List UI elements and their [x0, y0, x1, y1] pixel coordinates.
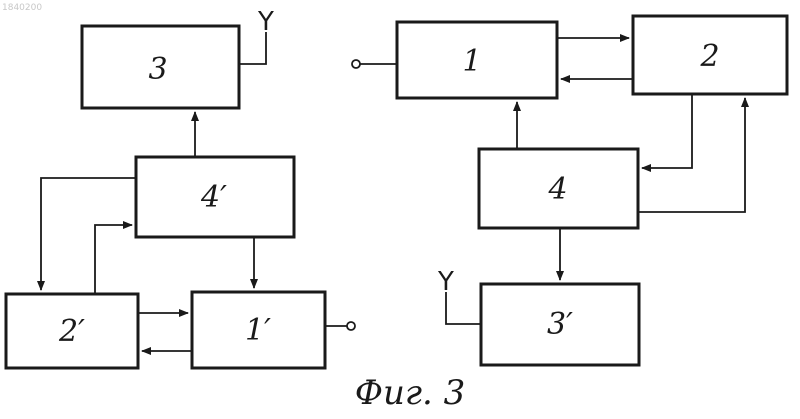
arrow-2p-to-4p: [95, 225, 132, 294]
block-4-label: 4: [547, 172, 567, 207]
antenna-block-3-prime: Y: [437, 267, 481, 324]
block-3-prime: 3′: [481, 284, 639, 365]
block-3: 3: [82, 26, 239, 108]
block-1-label: 1: [462, 44, 481, 79]
block-3-prime-label: 3′: [547, 307, 573, 342]
figure-caption: Фиг. 3: [355, 373, 466, 413]
block-3-label: 3: [148, 52, 167, 87]
antenna-3-symbol: Y: [257, 7, 274, 37]
block-4: 4: [479, 149, 638, 228]
document-stamp: 1840200: [2, 3, 42, 13]
block-2-label: 2: [699, 39, 719, 74]
terminal-1: [352, 60, 397, 68]
block-2-prime-label: 2′: [58, 314, 85, 349]
block-1: 1: [397, 22, 557, 98]
block-2-prime: 2′: [6, 294, 138, 368]
arrow-2-to-4: [642, 94, 692, 168]
block-2: 2: [633, 16, 787, 94]
block-1-prime: 1′: [192, 292, 325, 368]
arrow-4p-to-2p: [41, 178, 136, 290]
antenna-block-3: Y: [239, 7, 274, 64]
block-4-prime: 4′: [136, 157, 294, 237]
block-4-prime-label: 4′: [200, 180, 227, 215]
block-1-prime-label: 1′: [245, 313, 271, 348]
antenna-3-prime-symbol: Y: [437, 267, 454, 297]
terminal-1-prime: [325, 322, 355, 330]
